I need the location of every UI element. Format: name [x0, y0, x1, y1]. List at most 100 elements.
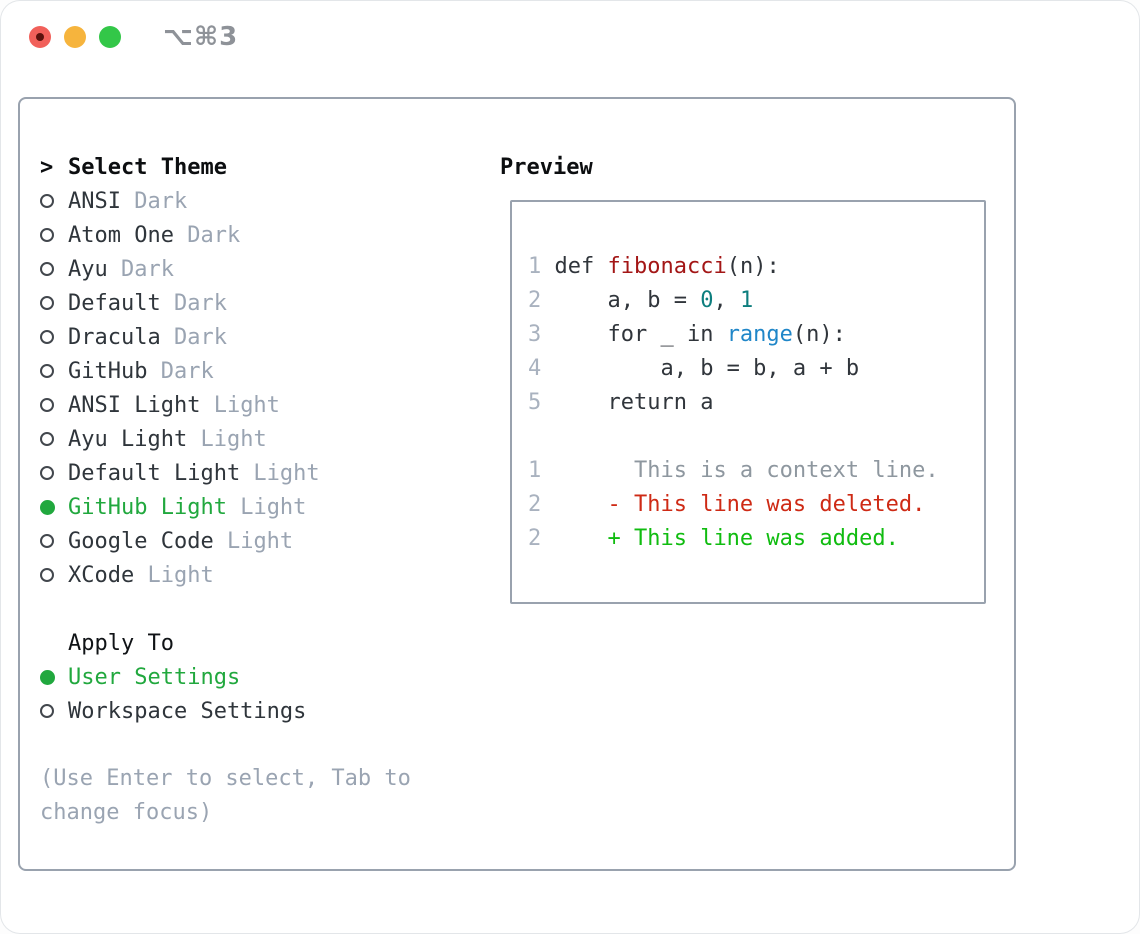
token-plain: a, b = — [554, 288, 701, 313]
token-plain: a, b = b, a + b — [554, 356, 860, 381]
radio-icon — [40, 568, 54, 582]
line-number: 5 — [528, 390, 555, 415]
theme-option-label: Default Light — [68, 460, 241, 486]
apply-option-workspace-settings[interactable]: Workspace Settings — [40, 694, 430, 728]
theme-option-default-dark[interactable]: Default Dark — [40, 286, 430, 320]
theme-option-atom-one-dark[interactable]: Atom One Dark — [40, 218, 430, 252]
theme-variant-tag: Dark — [173, 222, 241, 248]
theme-option-xcode-light[interactable]: XCode Light — [40, 558, 430, 592]
token-number: 0 — [700, 288, 714, 313]
apply-to-title: Apply To — [68, 630, 174, 656]
line-number: 2 — [528, 288, 555, 313]
radio-icon — [40, 330, 54, 344]
token-builtin: range — [726, 322, 793, 347]
code-line: 5 return a — [528, 386, 984, 420]
radio-icon — [40, 228, 54, 242]
theme-option-label: Google Code — [68, 528, 214, 554]
apply-option-label: User Settings — [68, 664, 241, 690]
line-number: 2 — [528, 526, 555, 551]
theme-option-github-dark[interactable]: GitHub Dark — [40, 354, 430, 388]
theme-option-ansi-light-light[interactable]: ANSI Light Light — [40, 388, 430, 422]
zoom-button[interactable] — [99, 26, 121, 48]
theme-variant-tag: Light — [134, 562, 214, 588]
select-theme-header: > Select Theme — [40, 150, 430, 184]
radio-icon — [40, 466, 54, 480]
theme-option-label: Dracula — [68, 324, 161, 350]
theme-option-google-code-light[interactable]: Google Code Light — [40, 524, 430, 558]
theme-variant-tag: Light — [200, 392, 280, 418]
theme-option-label: GitHub Light — [68, 494, 227, 520]
focus-caret-icon: > — [40, 154, 54, 180]
code-line: 4 a, b = b, a + b — [528, 352, 984, 386]
select-theme-title: Select Theme — [68, 154, 227, 180]
theme-option-label: XCode — [68, 562, 135, 588]
theme-option-ayu-light-light[interactable]: Ayu Light Light — [40, 422, 430, 456]
token-plain: , — [713, 288, 740, 313]
close-dot-icon — [36, 33, 44, 41]
radio-icon — [40, 704, 54, 718]
theme-option-label: Ayu Light — [68, 426, 188, 452]
radio-icon — [40, 364, 54, 378]
close-button[interactable] — [29, 26, 51, 48]
line-number: 1 — [528, 458, 555, 483]
radio-icon — [40, 398, 54, 412]
radio-icon — [40, 296, 54, 310]
code-line: 2 a, b = 0, 1 — [528, 284, 984, 318]
help-text: (Use Enter to select, Tab to change focu… — [40, 766, 411, 825]
radio-selected-icon — [40, 499, 55, 515]
code-line: 1 def fibonacci(n): — [528, 250, 984, 284]
theme-option-label: Atom One — [68, 222, 174, 248]
theme-option-dracula-dark[interactable]: Dracula Dark — [40, 320, 430, 354]
theme-variant-tag: Dark — [107, 256, 174, 282]
line-number: 1 — [528, 254, 555, 279]
token-func: fibonacci — [607, 254, 727, 279]
theme-option-ansi-dark[interactable]: ANSI Dark — [40, 184, 430, 218]
theme-option-label: Default — [68, 290, 161, 316]
theme-option-label: GitHub — [68, 358, 148, 384]
code-line: 2 - This line was deleted. — [528, 488, 984, 522]
theme-variant-tag: Light — [187, 426, 267, 452]
apply-option-label: Workspace Settings — [68, 698, 307, 724]
theme-variant-tag: Light — [226, 494, 307, 520]
theme-variant-tag: Dark — [160, 324, 227, 350]
theme-option-label: Ayu — [68, 256, 108, 282]
token-plain: return a — [554, 390, 714, 415]
line-number: 4 — [528, 356, 555, 381]
line-number: 2 — [528, 492, 555, 517]
minimize-button[interactable] — [64, 26, 86, 48]
code-line: 1 This is a context line. — [528, 454, 984, 488]
theme-variant-tag: Dark — [160, 290, 227, 316]
spacer-row — [40, 592, 430, 626]
line-number: 3 — [528, 322, 555, 347]
theme-option-ayu-dark[interactable]: Ayu Dark — [40, 252, 430, 286]
token-deleted: - This line was deleted. — [554, 492, 926, 517]
theme-variant-tag: Light — [213, 528, 294, 554]
radio-icon — [40, 432, 54, 446]
token-plain: for _ in — [554, 322, 727, 347]
radio-icon — [40, 194, 54, 208]
token-number: 1 — [739, 288, 754, 313]
token-plain: (n): — [792, 322, 846, 347]
code-line — [528, 420, 984, 454]
theme-variant-tag: Dark — [147, 358, 214, 384]
theme-option-default-light-light[interactable]: Default Light Light — [40, 456, 430, 490]
theme-option-github-light-light[interactable]: GitHub Light Light — [40, 490, 430, 524]
apply-option-user-settings[interactable]: User Settings — [40, 660, 430, 694]
theme-variant-tag: Light — [240, 460, 320, 486]
preview-title: Preview — [500, 154, 593, 180]
code-line: 3 for _ in range(n): — [528, 318, 984, 352]
window-title: ⌥⌘3 — [163, 22, 239, 52]
radio-selected-icon — [40, 669, 55, 685]
theme-variant-tag: Dark — [120, 188, 188, 214]
preview-header: Preview — [500, 150, 593, 184]
code-line: 2 + This line was added. — [528, 522, 984, 556]
radio-icon — [40, 534, 54, 548]
token-added: + This line was added. — [554, 526, 899, 551]
radio-icon — [40, 262, 54, 276]
